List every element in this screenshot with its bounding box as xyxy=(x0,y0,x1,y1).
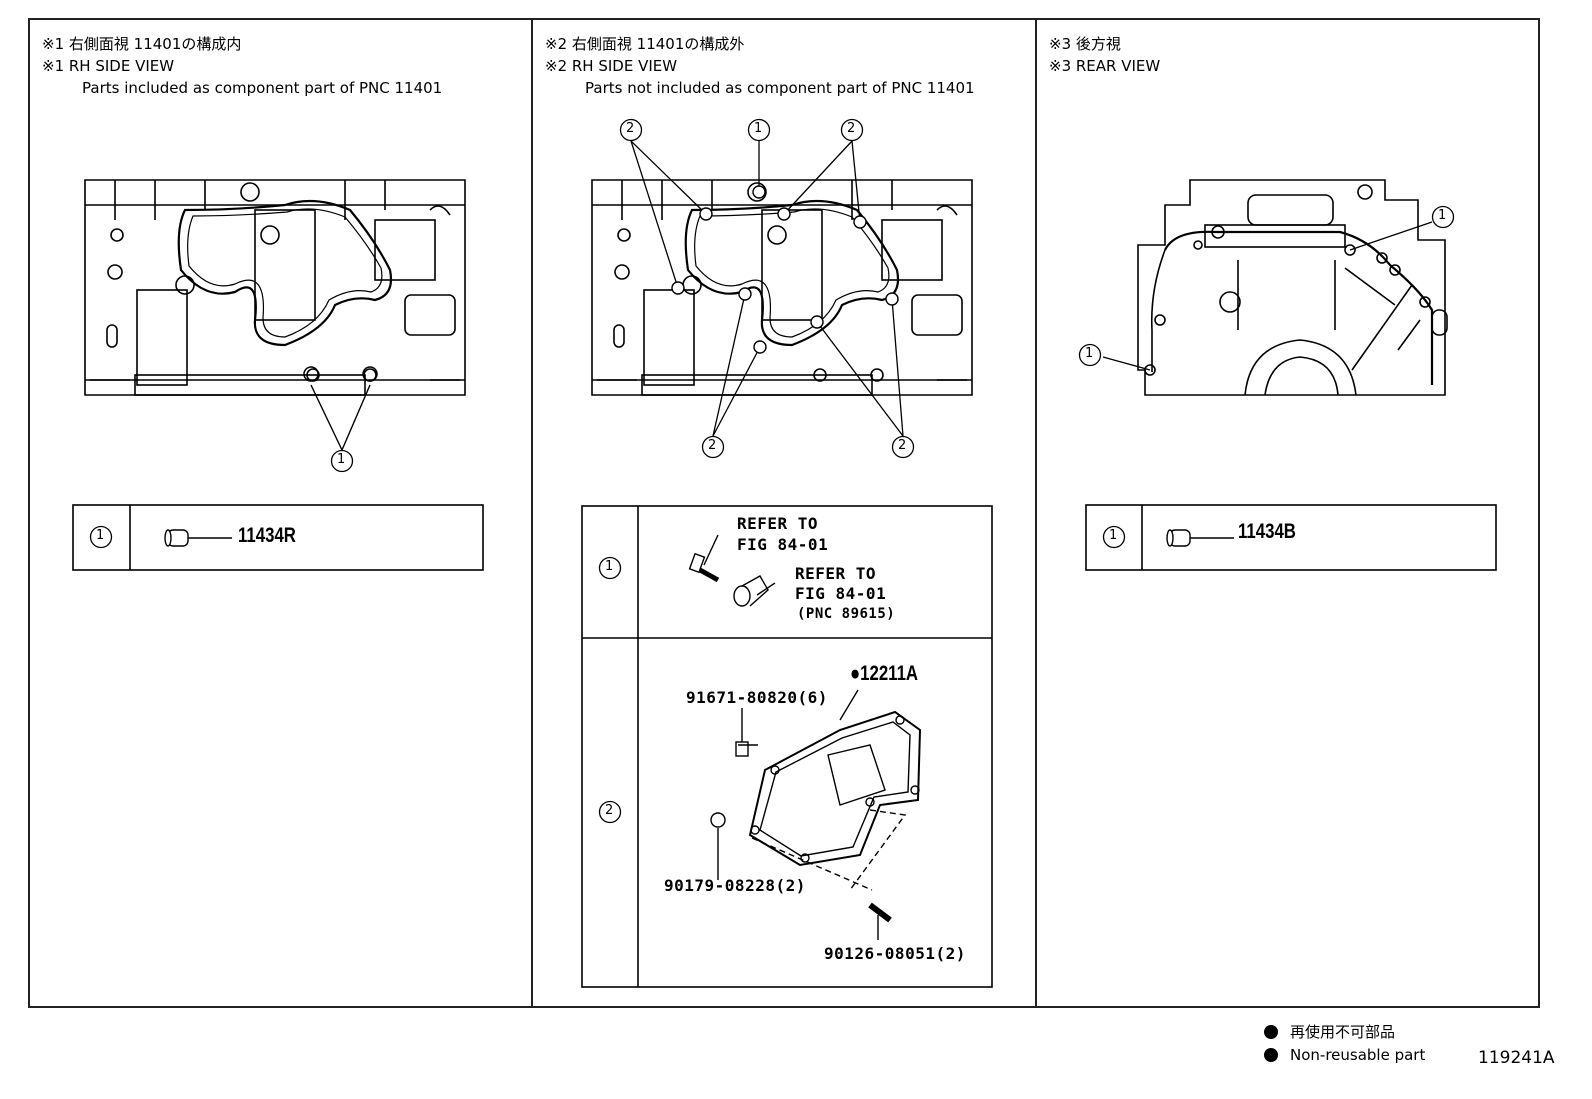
fig-ref-link-1[interactable]: FIG 84-01 xyxy=(737,535,829,554)
table-right-row-marker: 1 xyxy=(1109,528,1118,543)
refer-to-label-2: REFER TO xyxy=(795,564,877,583)
legend-jp-text: 再使用不可部品 xyxy=(1290,1023,1396,1041)
panel-2-header: ※2 右側面視 11401の構成外 ※2 RH SIDE VIEW Parts … xyxy=(545,33,975,99)
callout-2-b: 2 xyxy=(847,121,856,136)
part-90126-08051[interactable]: 90126-08051(2) xyxy=(824,944,966,963)
part-12211a[interactable]: ●12211A xyxy=(850,662,919,685)
fig-ref-link-2[interactable]: FIG 84-01 xyxy=(795,584,887,603)
callout-1-panel3-a: 1 xyxy=(1438,208,1447,223)
pnc-note: (PNC 89615) xyxy=(797,606,896,622)
panel-1-subtitle: Parts included as component part of PNC … xyxy=(82,79,443,97)
part-91671-80820[interactable]: 91671-80820(6) xyxy=(686,688,828,707)
filled-dot-icon xyxy=(1264,1048,1278,1062)
panel-divider-1 xyxy=(531,18,533,1008)
refer-to-label-1: REFER TO xyxy=(737,514,819,533)
callout-2-c: 2 xyxy=(708,438,717,453)
part-11434r[interactable]: 11434R xyxy=(238,524,296,547)
callout-1-panel2: 1 xyxy=(754,121,763,136)
callout-1-panel1: 1 xyxy=(337,452,346,467)
part-11434b[interactable]: 11434B xyxy=(1238,520,1296,543)
callout-2-d: 2 xyxy=(898,438,907,453)
legend-jp: 再使用不可部品 xyxy=(1264,1021,1395,1042)
figure-number: 119241A xyxy=(1478,1048,1555,1068)
callout-2-a: 2 xyxy=(626,121,635,136)
legend-en-text: Non-reusable part xyxy=(1290,1046,1426,1064)
table-mid-row2-marker: 2 xyxy=(605,803,614,818)
panel-3-header: ※3 後方視 ※3 REAR VIEW xyxy=(1049,33,1160,77)
panel-2-subtitle: Parts not included as component part of … xyxy=(585,79,975,97)
callout-1-panel3-b: 1 xyxy=(1085,346,1094,361)
panel-2-title-jp: ※2 右側面視 11401の構成外 xyxy=(545,35,745,53)
panel-3-title-jp: ※3 後方視 xyxy=(1049,35,1121,53)
panel-3-title-en: ※3 REAR VIEW xyxy=(1049,57,1161,75)
panel-1-title-en: ※1 RH SIDE VIEW xyxy=(42,57,175,75)
panel-1-title-jp: ※1 右側面視 11401の構成内 xyxy=(42,35,242,53)
part-90179-08228[interactable]: 90179-08228(2) xyxy=(664,876,806,895)
table-left-row-marker: 1 xyxy=(96,528,105,543)
legend-en: Non-reusable part xyxy=(1264,1046,1425,1064)
panel-1-header: ※1 右側面視 11401の構成内 ※1 RH SIDE VIEW Parts … xyxy=(42,33,442,99)
panel-2-title-en: ※2 RH SIDE VIEW xyxy=(545,57,678,75)
diagram-frame xyxy=(28,18,1540,1008)
table-mid-row1-marker: 1 xyxy=(605,559,614,574)
panel-divider-2 xyxy=(1035,18,1037,1008)
filled-dot-icon xyxy=(1264,1024,1278,1039)
